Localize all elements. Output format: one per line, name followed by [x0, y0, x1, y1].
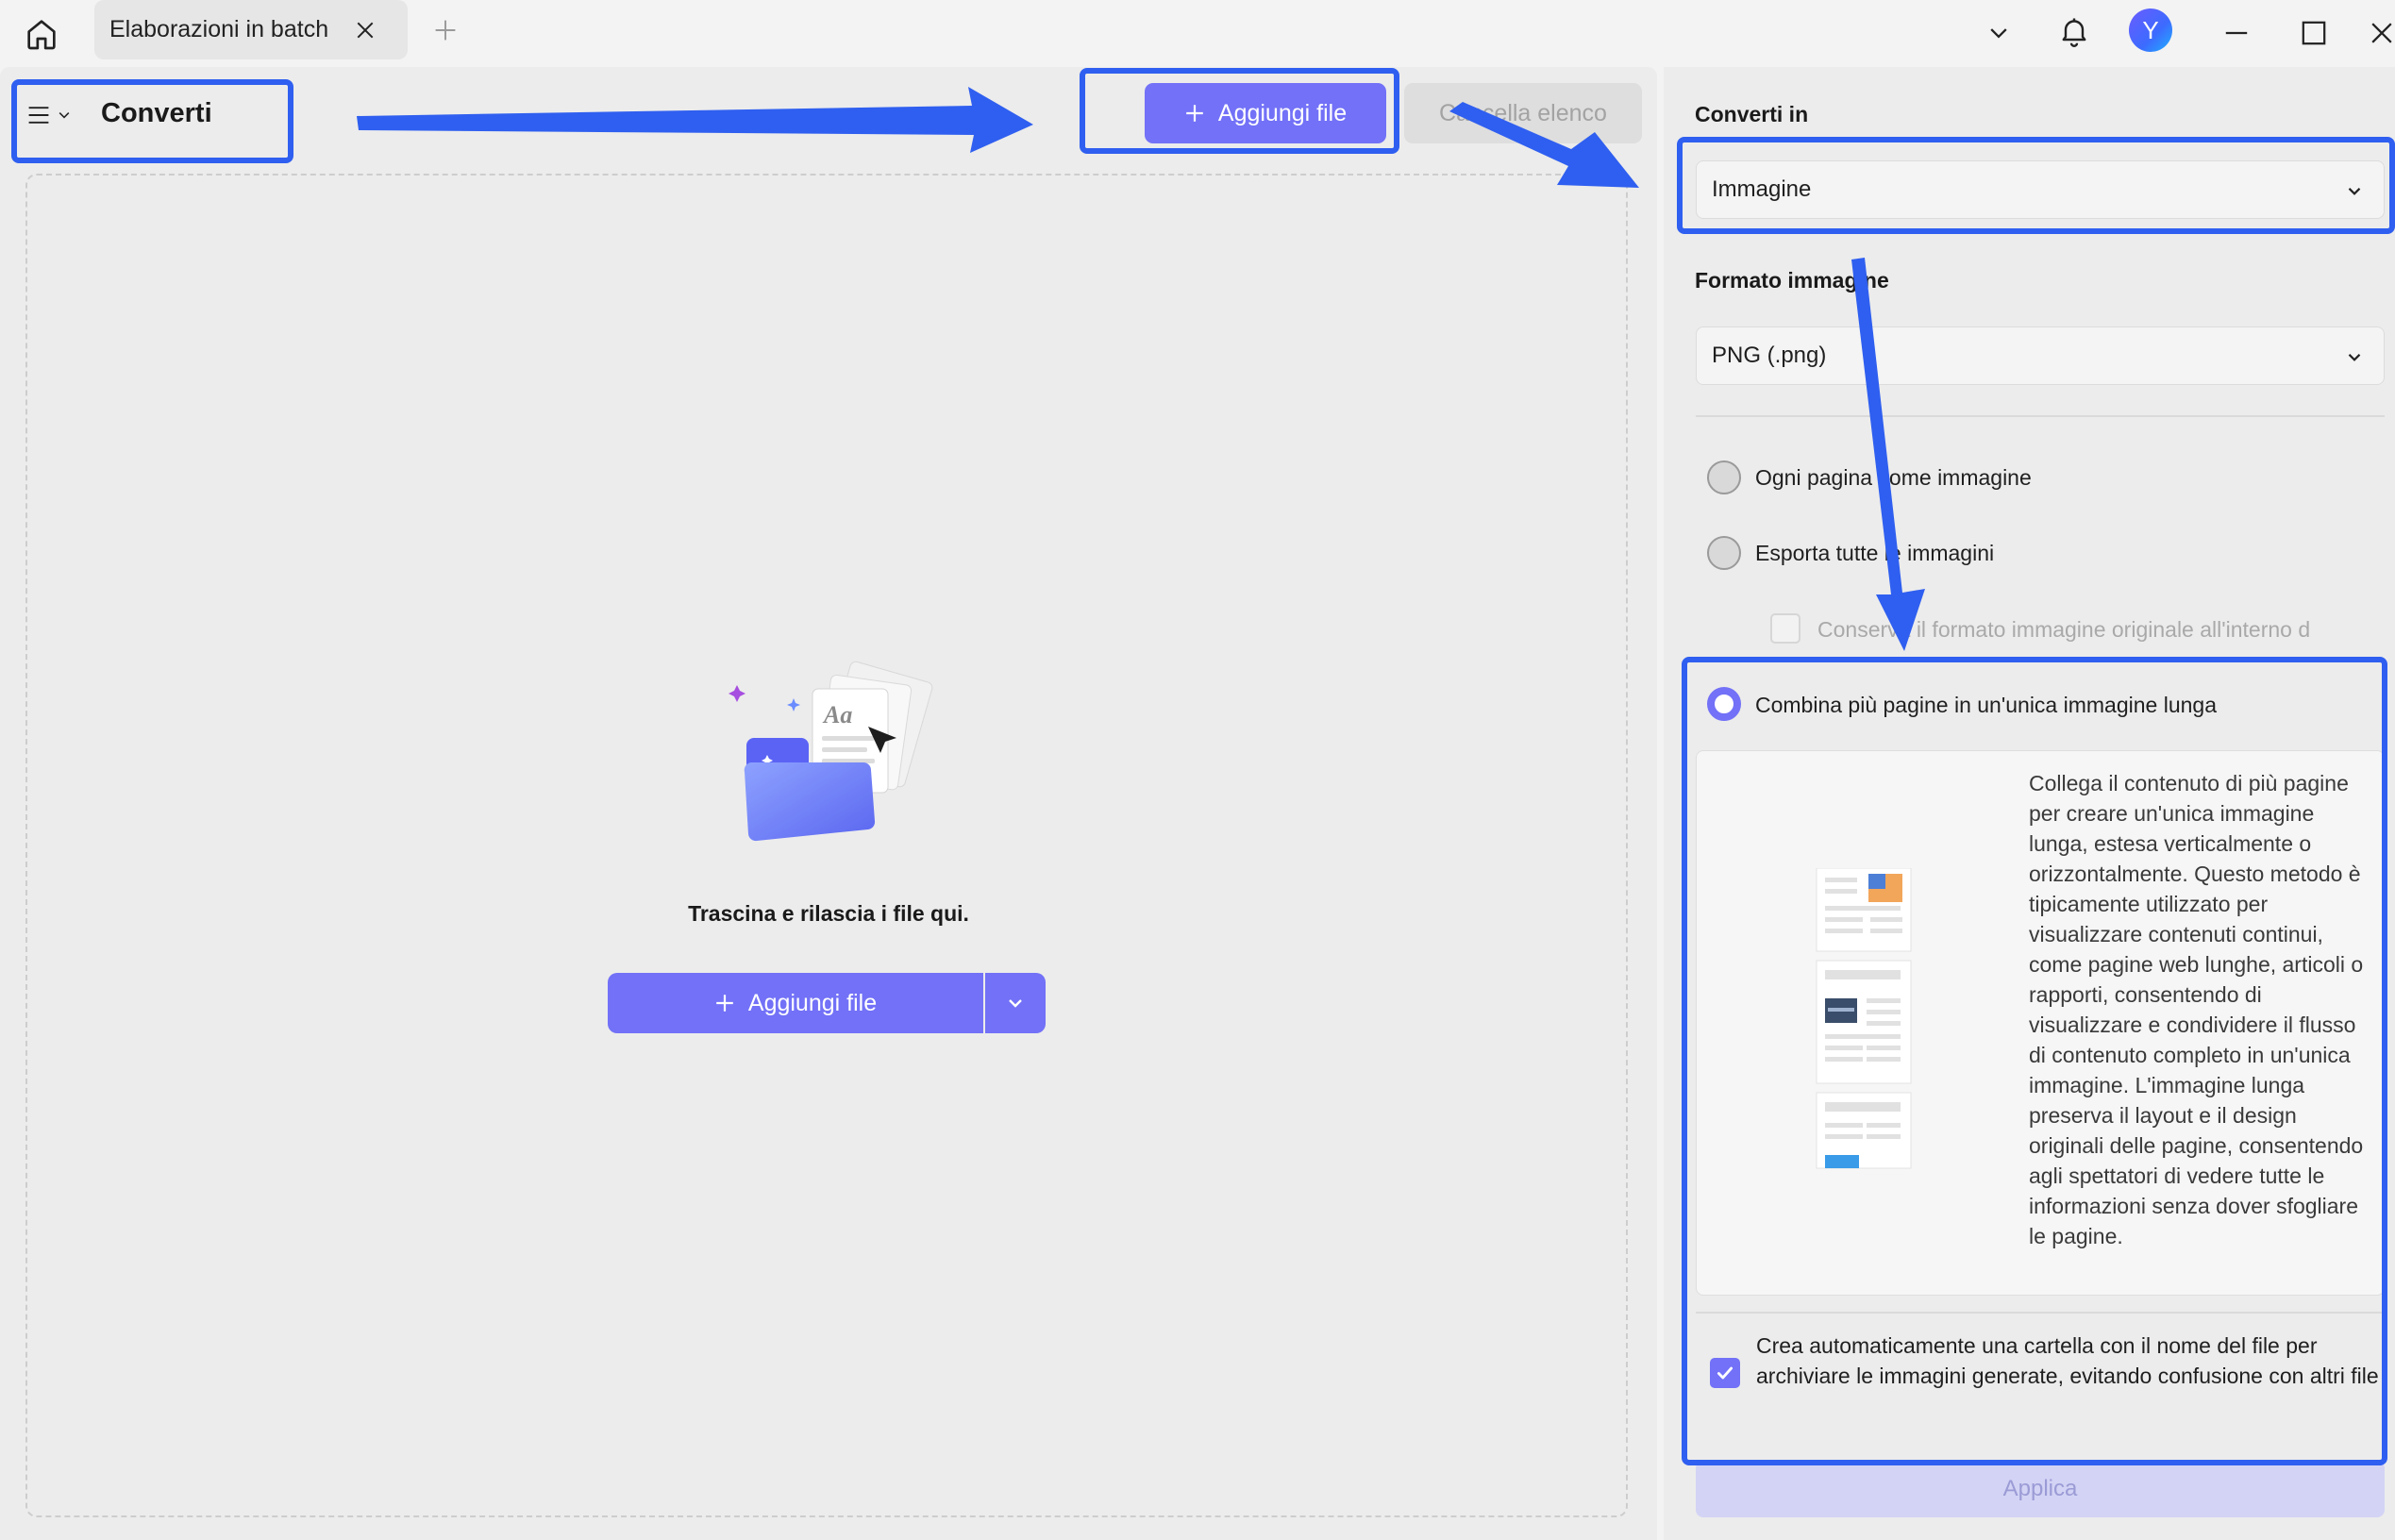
convert-in-select[interactable]: Immagine: [1696, 160, 2385, 219]
home-button[interactable]: [17, 9, 66, 59]
chevron-down-icon: [59, 112, 70, 119]
close-icon: [357, 22, 374, 39]
minimize-icon: [2225, 31, 2248, 35]
image-format-label: Formato immagine: [1695, 268, 1889, 293]
convert-in-label: Converti in: [1695, 102, 1809, 126]
add-file-label: Aggiungi file: [1217, 99, 1348, 126]
drop-instructions: Trascina e rilascia i file qui.: [688, 901, 969, 926]
close-window-button[interactable]: [2369, 14, 2395, 52]
combine-description-card: [1696, 750, 2385, 1296]
file-drop-zone[interactable]: [25, 174, 1628, 1517]
divider: [1696, 1312, 2385, 1314]
auto-folder-checkbox[interactable]: [1710, 1358, 1740, 1388]
tab-label: Elaborazioni in batch: [109, 16, 329, 42]
new-tab-button[interactable]: [429, 14, 461, 46]
tab-close-button[interactable]: [349, 14, 381, 46]
add-file-label: Aggiungi file: [747, 989, 878, 1016]
keep-format-checkbox[interactable]: [1770, 613, 1800, 644]
radio-export-all[interactable]: [1707, 536, 1741, 570]
clear-list-button[interactable]: Cancella elenco: [1404, 83, 1642, 143]
clear-list-label: Cancella elenco: [1439, 99, 1607, 126]
add-file-button-main[interactable]: Aggiungi file: [608, 973, 983, 1033]
option-export-all-label: Esporta tutte le immagini: [1755, 541, 1995, 565]
add-file-button[interactable]: Aggiungi file: [1145, 83, 1386, 143]
plus-icon: [716, 995, 733, 1012]
chevron-down-icon: [1990, 28, 2007, 39]
convert-in-value: Immagine: [1712, 176, 1812, 202]
chevron-down-icon: [2348, 354, 2361, 361]
add-file-dropdown-button[interactable]: [985, 973, 1046, 1033]
close-icon: [2371, 23, 2392, 43]
user-avatar[interactable]: Y: [2129, 8, 2172, 52]
notifications-button[interactable]: [2052, 9, 2096, 53]
long-image-illustration: [1816, 868, 1912, 1169]
plus-icon: [435, 20, 456, 41]
radio-combine-pages[interactable]: [1707, 687, 1741, 721]
keep-format-label: Conserva il formato immagine originale a…: [1817, 617, 2311, 642]
divider: [1696, 415, 2385, 417]
home-icon: [27, 20, 56, 50]
folder-illustration: Aa: [729, 661, 933, 842]
bell-icon: [2062, 18, 2086, 47]
window-dropdown-button[interactable]: [1980, 14, 2018, 52]
tab-batch[interactable]: Elaborazioni in batch: [94, 0, 408, 59]
option-combine-label: Combina più pagine in un'unica immagine …: [1755, 693, 2217, 717]
apply-label: Applica: [2002, 1476, 2078, 1501]
apply-button[interactable]: Applica: [1696, 1461, 2385, 1517]
chevron-down-icon: [2348, 188, 2361, 195]
chevron-down-icon: [1009, 999, 1022, 1008]
plus-icon: [1186, 105, 1203, 122]
svg-text:Aa: Aa: [822, 701, 852, 728]
maximize-icon: [2302, 21, 2326, 45]
menu-button[interactable]: [26, 98, 79, 132]
radio-each-page[interactable]: [1707, 460, 1741, 494]
page-title: Converti: [101, 98, 212, 128]
minimize-button[interactable]: [2218, 14, 2255, 52]
auto-folder-label: Crea automaticamente una cartella con il…: [1756, 1333, 2379, 1388]
menu-icon: [28, 107, 49, 124]
option-each-page-label: Ogni pagina come immagine: [1755, 465, 2032, 490]
image-format-value: PNG (.png): [1712, 343, 1827, 368]
combine-description-text: Collega il contenuto di più pagine per c…: [2029, 771, 2364, 1248]
image-format-select[interactable]: PNG (.png): [1696, 326, 2385, 385]
maximize-button[interactable]: [2295, 14, 2333, 52]
checkmark-icon: [1717, 1366, 1733, 1380]
